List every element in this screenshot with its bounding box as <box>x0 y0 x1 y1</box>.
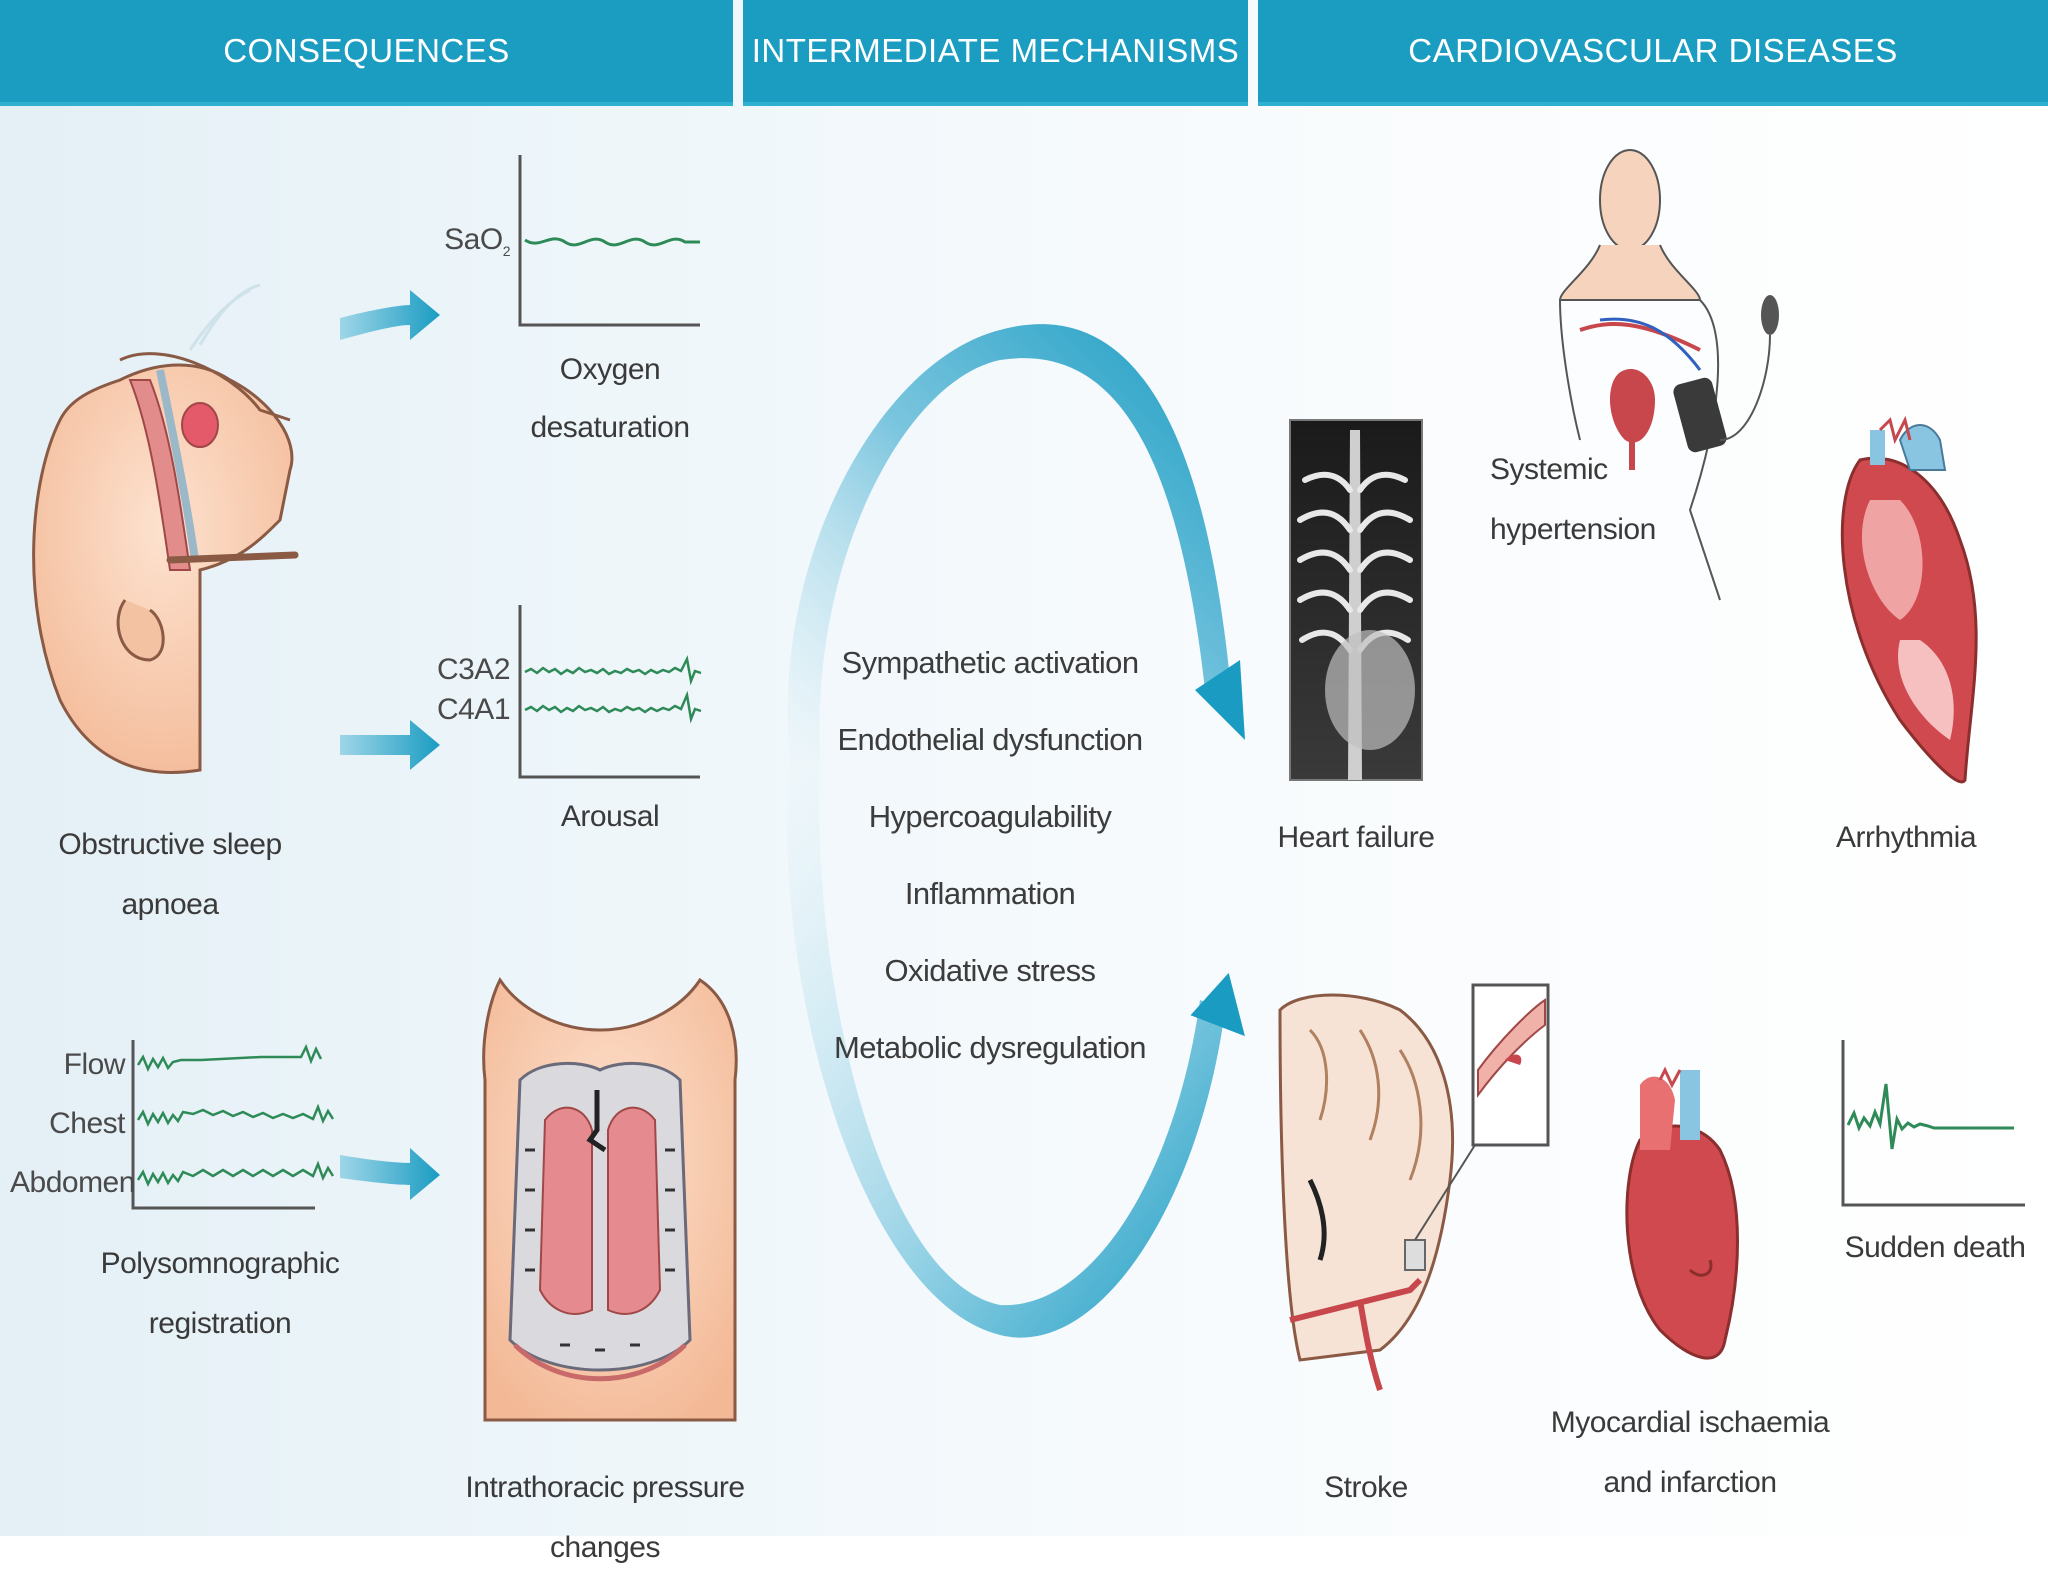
header-diseases-label: CARDIOVASCULAR DISEASES <box>1408 32 1898 69</box>
eeg-chart <box>518 605 702 779</box>
eeg-axis-c4a1: C4A1 <box>436 693 511 726</box>
oxygen-label-line2: desaturation <box>530 411 690 444</box>
mechanism-item: Hypercoagulability <box>868 799 1112 834</box>
header-consequences-label: CONSEQUENCES <box>223 32 510 69</box>
eeg-axis-c3a2: C3A2 <box>436 653 511 686</box>
mechanism-item: Endothelial dysfunction <box>837 722 1143 757</box>
arrow-to-oxygen <box>340 290 440 340</box>
arrhythmia-label: Arrhythmia <box>1835 821 1977 854</box>
hypertension-illustration <box>1558 149 1779 601</box>
header-diseases: CARDIOVASCULAR DISEASES <box>1258 0 2048 106</box>
chest-xray <box>1289 419 1423 781</box>
thorax-illustration <box>482 977 738 1422</box>
header-mechanisms-label: INTERMEDIATE MECHANISMS <box>751 32 1240 69</box>
mechanism-cycle-arrow <box>787 324 1245 1338</box>
diagram-graphics <box>32 149 2025 1422</box>
arousal-label: Arousal <box>560 800 660 833</box>
osa-label: Obstructive sleep apnoea <box>58 828 282 921</box>
oxygen-label-line1: Oxygen <box>559 353 661 386</box>
mi-label-line1: Myocardial ischaemia <box>1550 1406 1830 1439</box>
psg-caption-line2: registration <box>148 1307 292 1340</box>
mechanism-item: Oxidative stress <box>884 953 1097 988</box>
sao2-axis-label: SaO2 <box>440 220 510 271</box>
arrow-to-thoracic <box>340 1148 440 1200</box>
mechanism-item: Metabolic dysregulation <box>834 1030 1146 1065</box>
hypertension-label-line1: Systemic <box>1490 453 1608 486</box>
thoracic-label: Intrathoracic pressure changes <box>465 1471 745 1564</box>
mechanism-item: Sympathetic activation <box>841 645 1140 680</box>
mi-heart <box>1625 1066 1739 1360</box>
arrow-to-arousal <box>340 720 440 770</box>
header-consequences: CONSEQUENCES <box>0 0 733 106</box>
sudden-death-label: Sudden death <box>1844 1231 2026 1264</box>
stroke-label: Stroke <box>1324 1471 1408 1504</box>
header-mechanisms: INTERMEDIATE MECHANISMS <box>743 0 1248 106</box>
heart-failure-label: Heart failure <box>1277 821 1435 854</box>
mechanism-item: Inflammation <box>904 876 1076 911</box>
psg-label-chest: Chest <box>49 1107 125 1140</box>
arrhythmia-heart <box>1840 415 1978 784</box>
sao2-chart <box>518 155 700 327</box>
psg-label-abdomen: Abdomen <box>10 1166 135 1199</box>
sao2-axis-text: SaO <box>444 223 503 256</box>
sudden-death-trace <box>1841 1040 2025 1207</box>
psg-chart <box>131 1040 335 1210</box>
mi-label-line2: and infarction <box>1603 1466 1777 1499</box>
sleeping-head-illustration <box>32 283 299 774</box>
stroke-brain <box>1278 983 1550 1391</box>
psg-label-flow: Flow <box>63 1048 126 1081</box>
sao2-axis-subscript: 2 <box>502 243 511 259</box>
psg-caption-line1: Polysomnographic <box>100 1247 340 1280</box>
hypertension-label-line2: hypertension <box>1490 513 1656 546</box>
